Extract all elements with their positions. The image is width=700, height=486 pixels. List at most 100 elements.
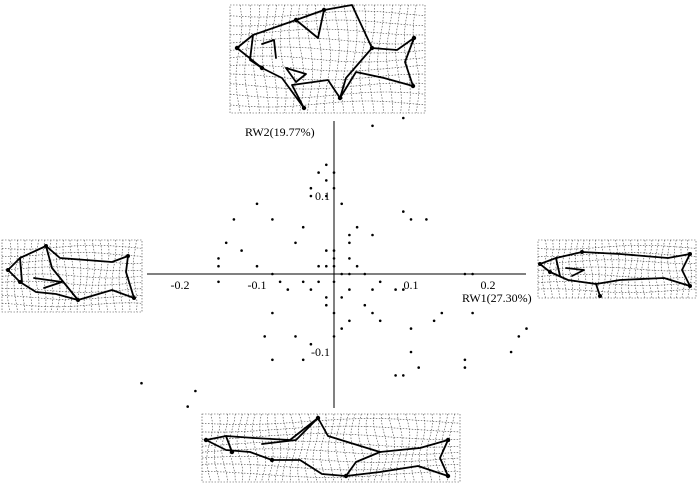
scatter-point xyxy=(317,264,320,268)
grid-column-line xyxy=(350,413,358,483)
scatter-point xyxy=(217,280,220,284)
grid-column-line xyxy=(221,413,228,483)
deformation-grid-left xyxy=(1,239,143,313)
grid-column-line xyxy=(542,239,547,299)
scatter-point xyxy=(317,171,320,174)
grid-column-line xyxy=(90,239,96,313)
grid-row-line xyxy=(1,266,143,272)
deformation-grid-bottom xyxy=(201,413,461,483)
fish-outline-path xyxy=(45,245,79,301)
scatter-point xyxy=(348,319,351,323)
grid-column-line xyxy=(608,239,613,299)
scatter-point xyxy=(301,225,305,229)
landmark xyxy=(18,280,22,284)
fish-outline-path xyxy=(225,435,233,453)
scatter-point xyxy=(371,288,374,291)
grid-row-line xyxy=(537,288,697,293)
grid-row-line xyxy=(229,100,426,108)
grid-column-line xyxy=(69,239,75,313)
scatter-point xyxy=(325,296,328,299)
scatter-point xyxy=(432,319,436,323)
landmark xyxy=(538,262,542,266)
scatter-point xyxy=(402,288,405,291)
grid-row-line xyxy=(229,19,426,27)
x-tick-label: 0.2 xyxy=(481,278,496,292)
scatter-point xyxy=(271,272,274,276)
grid-column-line xyxy=(271,4,278,114)
grid-column-line xyxy=(555,239,560,299)
fish-outline-left xyxy=(6,244,136,302)
grid-column-line xyxy=(34,239,40,313)
grid-column-line xyxy=(377,4,384,114)
grid-column-line xyxy=(341,4,349,114)
fish-outline-path xyxy=(595,283,601,297)
scatter-point xyxy=(363,303,367,307)
grid-column-line xyxy=(647,239,653,299)
y-axis-label: RW2(19.77%) xyxy=(245,125,315,139)
scatter-point xyxy=(409,350,413,354)
landmark xyxy=(337,95,343,101)
grid-column-line xyxy=(48,239,54,313)
grid-column-line xyxy=(386,4,393,114)
grid-column-line xyxy=(588,239,593,299)
grid-column-line xyxy=(641,239,646,299)
grid-column-line xyxy=(324,4,331,113)
scatter-point xyxy=(355,225,359,229)
scatter-point xyxy=(409,327,413,330)
scatter-point xyxy=(309,186,313,190)
grid-column-line xyxy=(433,413,441,483)
grid-row-line xyxy=(537,259,696,264)
scatter-point xyxy=(425,218,428,221)
fish-outline-path xyxy=(539,251,691,287)
scatter-point xyxy=(332,280,336,284)
deformation-grid-right xyxy=(537,239,697,299)
scatter-point xyxy=(332,186,336,190)
grid-column-line xyxy=(395,4,402,114)
grid-column-line xyxy=(412,4,420,114)
landmark xyxy=(234,45,240,51)
scatter-point xyxy=(332,171,336,174)
grid-row-line xyxy=(201,463,461,471)
landmark xyxy=(301,105,307,111)
scatter-point xyxy=(463,366,467,369)
scatter-point xyxy=(417,366,421,369)
x-tick-label: 0.1 xyxy=(404,278,419,292)
landmark xyxy=(580,250,584,254)
grid-frame xyxy=(537,239,697,299)
grid-row-line xyxy=(201,471,460,478)
grid-column-line xyxy=(279,4,287,114)
grid-column-line xyxy=(253,5,260,114)
fish-outline-path xyxy=(285,67,307,83)
grid-column-line xyxy=(125,239,131,312)
landmark xyxy=(445,473,451,479)
grid-column-line xyxy=(581,239,587,299)
scatter-point xyxy=(517,335,521,338)
fish-outline-right xyxy=(538,250,692,298)
scatter-point xyxy=(325,163,328,167)
grid-column-line xyxy=(118,239,124,313)
grid-column-line xyxy=(274,413,282,483)
scatter-point xyxy=(440,311,444,315)
grid-column-line xyxy=(568,239,574,299)
grid-column-line xyxy=(262,4,269,114)
grid-row-line xyxy=(1,273,143,279)
scatter-point xyxy=(378,280,382,284)
scatter-point xyxy=(348,288,351,291)
grid-column-line xyxy=(111,239,117,313)
y-tick-label: 0.1 xyxy=(315,189,330,203)
grid-column-line xyxy=(368,4,376,114)
grid-column-line xyxy=(365,413,373,483)
x-tick-label: -0.2 xyxy=(171,278,190,292)
grid-column-line xyxy=(312,413,320,483)
grid-column-line xyxy=(621,239,626,299)
scatter-point xyxy=(271,218,274,221)
grid-column-line xyxy=(320,413,327,483)
scatter-point xyxy=(301,358,305,362)
landmark xyxy=(688,252,692,256)
grid-row-line xyxy=(201,425,461,433)
grid-frame xyxy=(201,413,461,483)
scatter-point xyxy=(332,249,336,252)
landmark xyxy=(269,457,275,463)
grid-row-line xyxy=(229,73,426,81)
fish-outline-bottom xyxy=(203,415,451,479)
